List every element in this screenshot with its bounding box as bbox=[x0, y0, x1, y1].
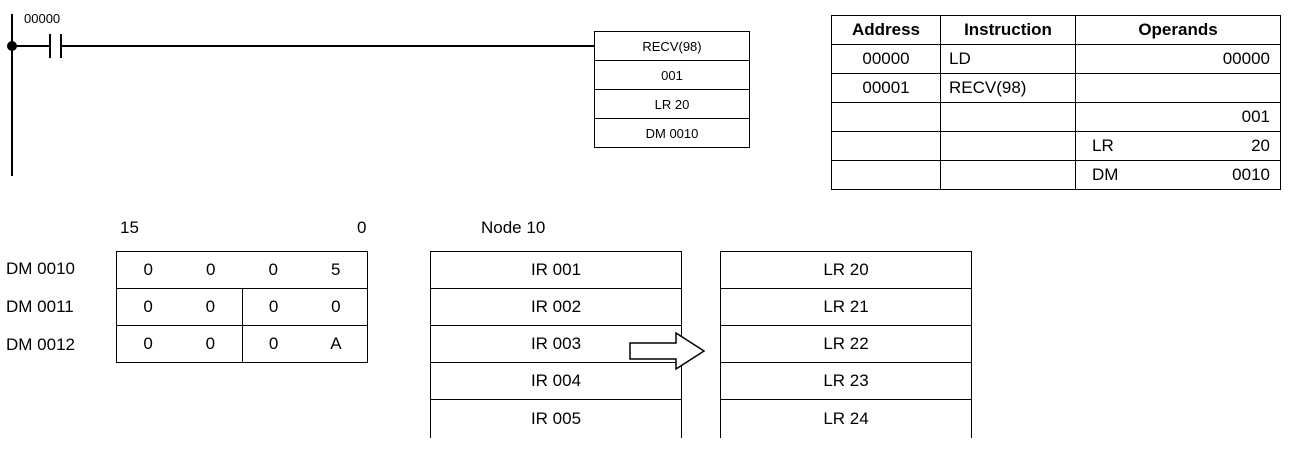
source-word: IR 002 bbox=[431, 289, 681, 326]
transfer-arrow-icon bbox=[629, 331, 706, 371]
bit-0-label: 0 bbox=[357, 218, 367, 237]
digit: 0 bbox=[268, 297, 279, 316]
digit: 0 bbox=[331, 297, 341, 316]
destination-word: LR 22 bbox=[721, 326, 971, 363]
table-header-row: Address Instruction Operands bbox=[831, 15, 1281, 45]
table-row: 00001 RECV(98) bbox=[831, 73, 1281, 103]
instruction-mnemonic: RECV(98) bbox=[595, 32, 749, 61]
digit: 0 bbox=[206, 260, 216, 279]
cell-address: 00000 bbox=[831, 44, 941, 74]
operand-destination: LR 20 bbox=[595, 90, 749, 119]
table-row: 001 bbox=[831, 102, 1281, 132]
cell-address bbox=[831, 131, 941, 161]
cell-instruction bbox=[940, 160, 1076, 190]
contact-address: 00000 bbox=[24, 11, 61, 26]
destination-word-column: LR 20 LR 21 LR 22 LR 23 LR 24 bbox=[720, 251, 972, 438]
destination-word: LR 24 bbox=[823, 409, 869, 428]
destination-word: LR 23 bbox=[721, 363, 971, 400]
operand-area: LR bbox=[1092, 136, 1114, 155]
digit: A bbox=[330, 334, 342, 353]
source-word: IR 001 bbox=[431, 252, 681, 289]
dm-word-row: 0 0 0 0 bbox=[117, 289, 367, 326]
table-row: DM 0010 bbox=[831, 160, 1281, 190]
cell-operand: 00000 bbox=[1075, 44, 1281, 74]
digit: 0 bbox=[268, 334, 279, 353]
recv-instruction-block: RECV(98) 001 LR 20 DM 0010 bbox=[594, 31, 750, 148]
mnemonic-table: Address Instruction Operands 00000 LD 00… bbox=[831, 15, 1281, 190]
cell-instruction: LD bbox=[940, 44, 1076, 74]
rung-line-right bbox=[62, 45, 595, 47]
dm-word-label: DM 0010 bbox=[6, 259, 75, 278]
dm-word-row: 0 0 0 A bbox=[117, 326, 367, 362]
cell-operand: LR 20 bbox=[1075, 131, 1281, 161]
dm-word-label: DM 0011 bbox=[6, 297, 74, 316]
operand-control-word: DM 0010 bbox=[645, 125, 699, 141]
cell-operand: 001 bbox=[1075, 102, 1281, 132]
header-address: Address bbox=[831, 15, 941, 45]
operand-area: DM bbox=[1092, 165, 1119, 184]
table-row: LR 20 bbox=[831, 131, 1281, 161]
operand-value: 20 bbox=[1251, 136, 1270, 155]
digit: 0 bbox=[179, 326, 243, 362]
cell-instruction: RECV(98) bbox=[940, 73, 1076, 103]
dm-word-grid: 0 0 0 5 0 0 0 0 0 0 0 A bbox=[116, 251, 368, 363]
source-word: IR 005 bbox=[530, 409, 582, 428]
dm-word-label: DM 0012 bbox=[6, 335, 75, 354]
operand-value: 0010 bbox=[1232, 165, 1270, 184]
table-row: 00000 LD 00000 bbox=[831, 44, 1281, 74]
header-operands: Operands bbox=[1075, 15, 1281, 45]
cell-instruction bbox=[940, 102, 1076, 132]
cell-operand: DM 0010 bbox=[1075, 160, 1281, 190]
cell-instruction bbox=[940, 131, 1076, 161]
digit: 0 bbox=[268, 260, 278, 279]
cell-address: 00001 bbox=[831, 73, 941, 103]
digit: 0 bbox=[143, 334, 153, 353]
digit: 0 bbox=[143, 260, 153, 279]
digit: 0 bbox=[179, 289, 243, 325]
operand-control: 001 bbox=[595, 61, 749, 90]
source-word: IR 004 bbox=[431, 363, 681, 400]
source-node-title: Node 10 bbox=[481, 218, 546, 237]
bit-15-label: 15 bbox=[120, 218, 139, 237]
destination-word: LR 20 bbox=[721, 252, 971, 289]
rung-line-left bbox=[12, 45, 49, 47]
source-word-column: IR 001 IR 002 IR 003 IR 004 IR 005 bbox=[430, 251, 682, 438]
digit: 5 bbox=[331, 260, 341, 279]
operand-value: 00000 bbox=[1222, 49, 1270, 68]
cell-address bbox=[831, 160, 941, 190]
operand-value: 001 bbox=[1241, 107, 1270, 126]
header-instruction: Instruction bbox=[940, 15, 1076, 45]
digit: 0 bbox=[143, 297, 153, 316]
source-word: IR 003 bbox=[431, 326, 681, 363]
dm-word-row: 0 0 0 5 bbox=[117, 252, 367, 289]
normally-open-contact bbox=[47, 34, 71, 58]
destination-word: LR 21 bbox=[721, 289, 971, 326]
cell-operand bbox=[1075, 73, 1281, 103]
cell-address bbox=[831, 102, 941, 132]
left-bus-bar bbox=[11, 14, 13, 176]
